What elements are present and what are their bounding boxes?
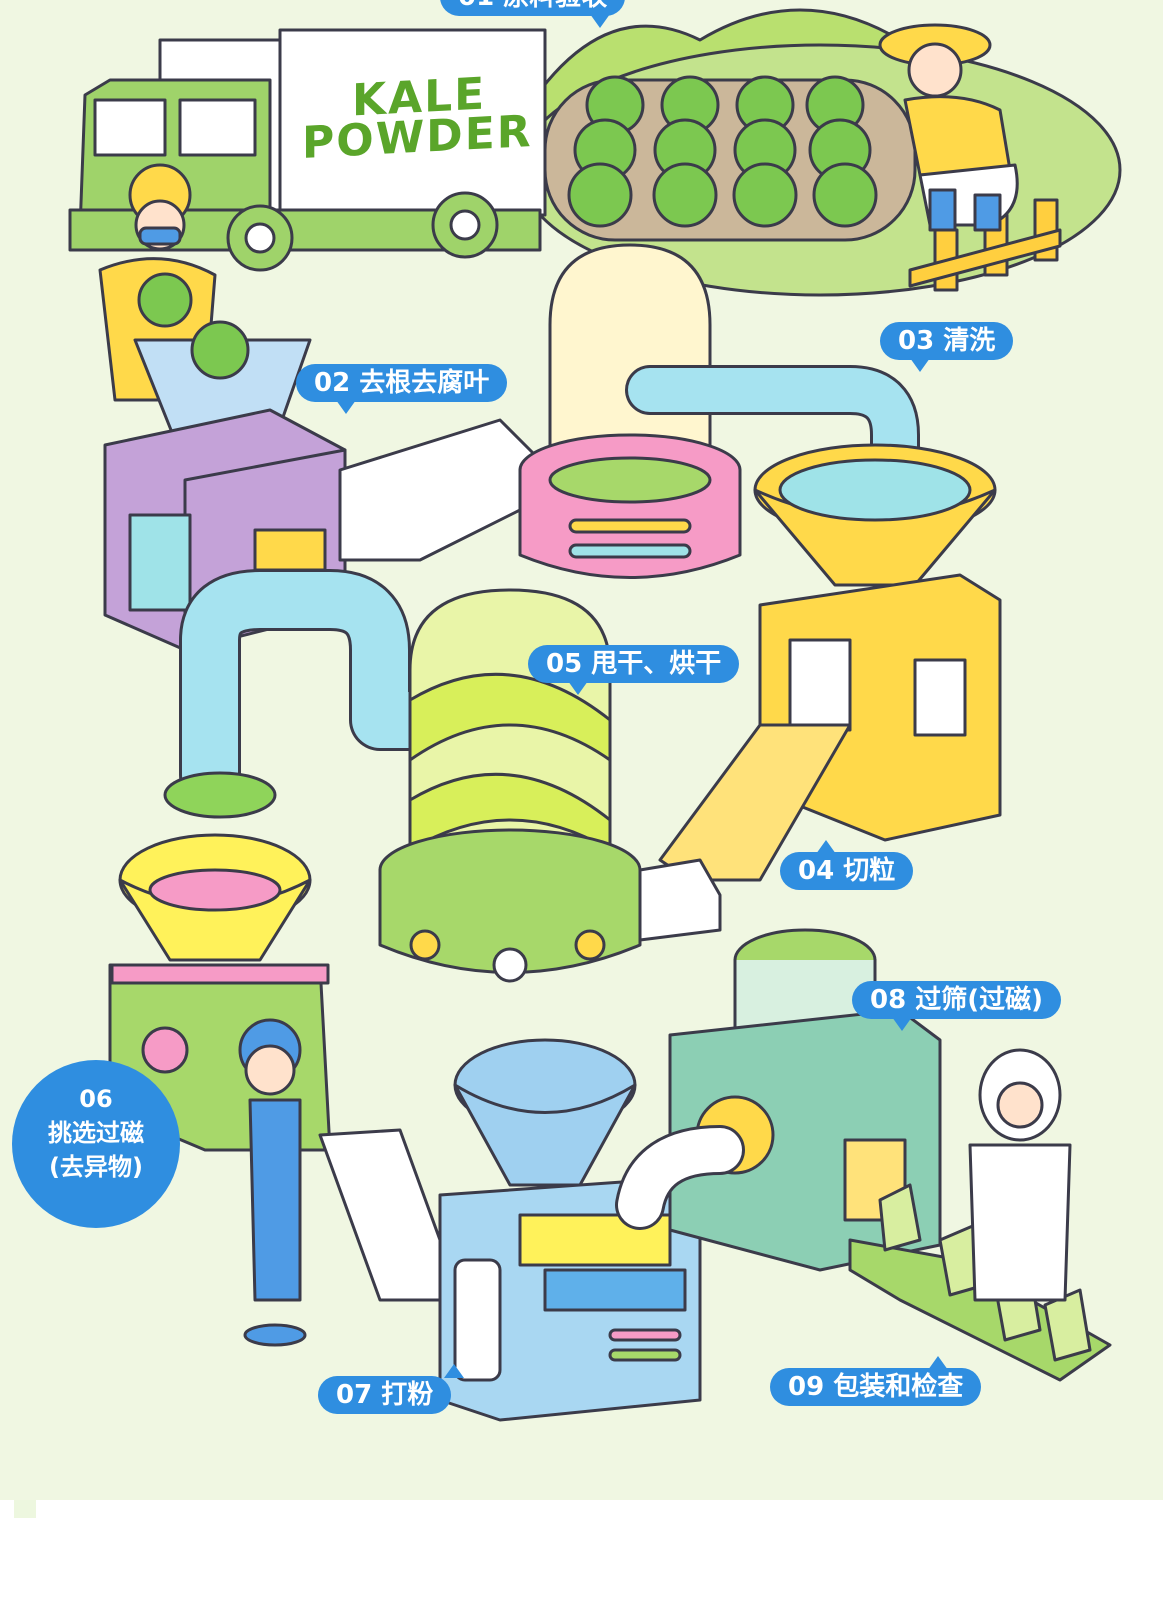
kale-crops [567, 75, 878, 228]
conveyor-02-03 [338, 418, 542, 562]
sorting-worker-bottom [238, 1018, 307, 1347]
step-08-pointer [892, 1017, 912, 1031]
step-02-text: 02 去根去腐叶 [314, 368, 490, 398]
step-09-label: 09 包装和检查 [770, 1356, 982, 1406]
step-07-label: 07 打粉 [318, 1364, 464, 1414]
step-08-label: 08 过筛(过磁) [852, 981, 1061, 1031]
step-04-text: 04 切粒 [798, 856, 896, 886]
farmer-figure [878, 23, 1019, 232]
step-03-label: 03 清洗 [880, 322, 1014, 372]
step-09-pointer [928, 1356, 948, 1370]
step-01-label: 01 原料验收 [440, 0, 626, 28]
step-09-text: 09 包装和检查 [788, 1372, 964, 1402]
conveyor-04-05 [638, 858, 722, 942]
inspector-figure [968, 1048, 1072, 1302]
slide-04 [658, 723, 852, 882]
step-03-text: 03 清洗 [898, 326, 996, 356]
step-07-pointer [444, 1364, 464, 1378]
step-06-label: 06 挑选过磁 (去异物) [12, 1060, 180, 1228]
step-02-label: 02 去根去腐叶 [296, 364, 508, 414]
corner-swatch [14, 1500, 36, 1518]
step-05-text: 05 甩干、烘干 [546, 649, 722, 679]
fence [908, 198, 1062, 292]
step-05-label: 05 甩干、烘干 [528, 645, 740, 695]
step-04-label: 04 切粒 [780, 840, 914, 890]
step-06-number: 06 [79, 1085, 113, 1113]
step-02-pointer [336, 400, 356, 414]
step-06-line1: 挑选过磁 [48, 1119, 144, 1147]
scene-artwork [68, 8, 1122, 1422]
scene-background: KALE POWDER 01 原料验收 02 去根去腐叶 03 清洗 05 甩干… [0, 0, 1163, 1500]
step-06-line2: (去异物) [49, 1153, 143, 1181]
step-01-pointer [590, 14, 610, 28]
step-04-pointer [816, 840, 836, 854]
truck-label-powder: POWDER [302, 105, 533, 170]
step-08-text: 08 过筛(过磁) [870, 985, 1043, 1015]
machine-07-grinding [438, 1038, 702, 1422]
step-01-text: 01 原料验收 [458, 0, 607, 12]
step-07-text: 07 打粉 [336, 1380, 434, 1410]
step-03-pointer [910, 358, 930, 372]
machine-08-sieving [668, 928, 942, 1272]
step-05-pointer [568, 681, 588, 695]
